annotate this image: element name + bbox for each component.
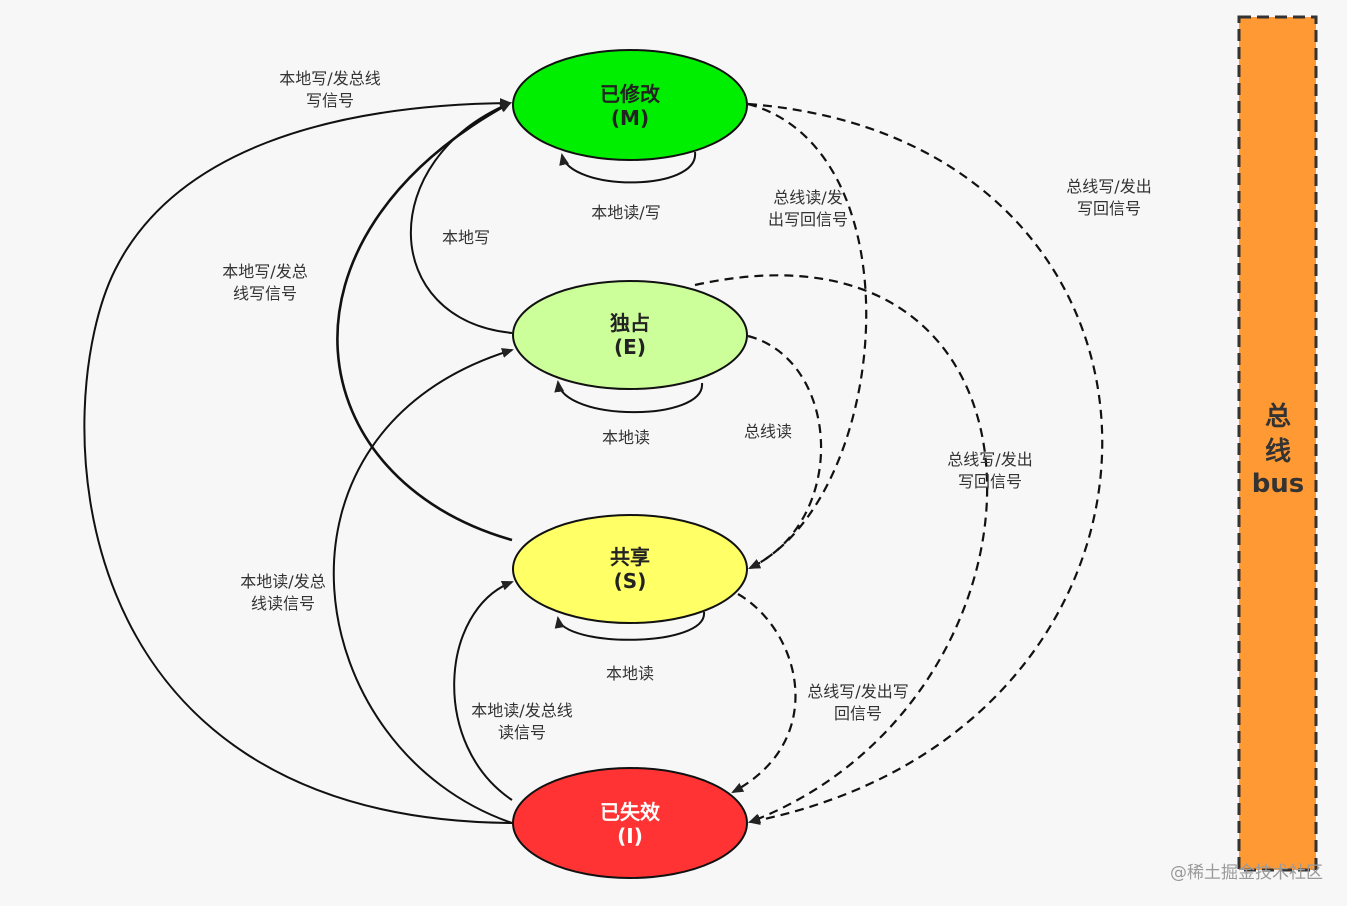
label-i-to-s-line1: 本地读/发总线	[471, 701, 572, 720]
edge-m-self	[559, 151, 697, 184]
state-shared-code: (S)	[614, 569, 647, 593]
label-s-self: 本地读	[606, 664, 654, 683]
label-m-to-s-line1: 总线读/发	[773, 188, 842, 207]
label-e-to-i-line1: 总线写/发出	[947, 450, 1032, 469]
label-m-to-s-line2: 出写回信号	[768, 210, 848, 229]
state-invalid: 已失效 (I)	[512, 767, 748, 879]
edge-e-to-s	[747, 334, 823, 569]
label-e-to-i-line2: 写回信号	[958, 472, 1022, 491]
edge-m-to-s	[747, 102, 868, 569]
label-i-to-s-line2: 读信号	[498, 723, 546, 742]
state-exclusive-name: 独占	[610, 311, 650, 335]
edge-s-to-m	[336, 101, 513, 542]
bus-label-line1: 总	[1265, 402, 1291, 432]
label-e-self: 本地读	[602, 428, 650, 447]
state-modified-ellipse	[512, 49, 748, 161]
edge-i-to-s	[453, 580, 514, 801]
label-m-to-i-line2: 写回信号	[1077, 199, 1141, 218]
state-shared: 共享 (S)	[512, 514, 748, 624]
label-s-to-i-line2: 回信号	[834, 704, 882, 723]
edge-e-to-i	[694, 274, 989, 824]
state-modified-name: 已修改	[600, 82, 661, 106]
label-s-to-i-line1: 总线写/发出写	[807, 682, 908, 701]
bus-label-line2: 线	[1265, 437, 1291, 467]
edge-e-self	[554, 380, 704, 414]
state-shared-ellipse	[512, 514, 748, 624]
label-i-to-e-line2: 线读信号	[251, 594, 315, 613]
edge-e-to-m	[409, 102, 513, 334]
label-i-to-m-line2: 写信号	[306, 91, 354, 110]
label-e-to-m: 本地写	[442, 228, 490, 247]
watermark-text: @稀土掘金技术社区	[1170, 863, 1323, 883]
edge-m-to-i	[747, 102, 1104, 825]
edge-i-to-e	[332, 348, 514, 824]
state-shared-name: 共享	[610, 545, 650, 569]
edge-i-to-m	[83, 98, 513, 824]
bus-rect	[1237, 15, 1318, 872]
label-m-self: 本地读/写	[591, 203, 660, 222]
state-modified: 已修改 (M)	[512, 49, 748, 161]
state-exclusive-ellipse	[512, 280, 748, 390]
edge-s-self	[554, 611, 706, 641]
label-s-to-m-line2: 线写信号	[233, 284, 297, 303]
bus-label-line3: bus	[1252, 469, 1305, 499]
state-invalid-name: 已失效	[600, 800, 660, 824]
state-exclusive-code: (E)	[614, 335, 646, 359]
label-i-to-e-line1: 本地读/发总	[240, 572, 325, 591]
state-modified-code: (M)	[611, 106, 649, 130]
state-exclusive: 独占 (E)	[512, 280, 748, 390]
label-e-to-s: 总线读	[744, 422, 792, 441]
label-m-to-i-line1: 总线写/发出	[1066, 177, 1151, 196]
state-invalid-code: (I)	[617, 824, 643, 848]
label-i-to-m-line1: 本地写/发总线	[279, 69, 380, 88]
state-invalid-ellipse	[512, 767, 748, 879]
edge-s-to-i	[731, 593, 797, 793]
bus-bar: 总 线 bus	[1237, 15, 1318, 872]
label-s-to-m-line1: 本地写/发总	[222, 262, 307, 281]
